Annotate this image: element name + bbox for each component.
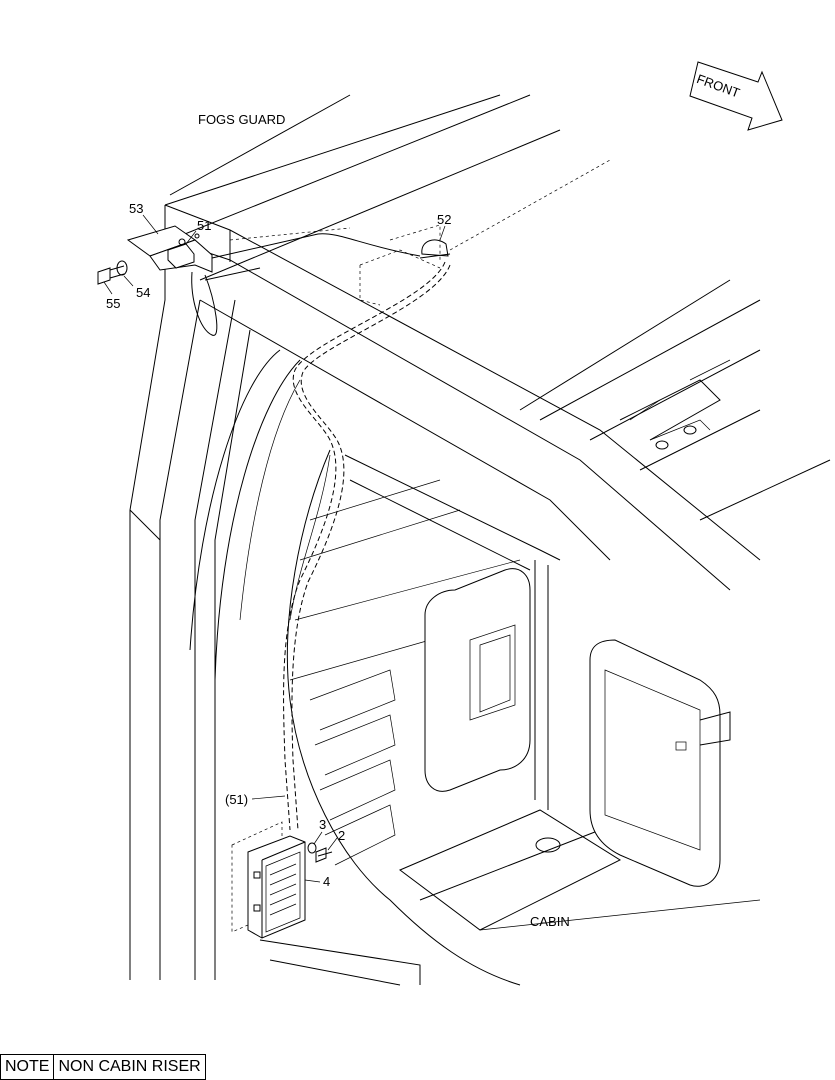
part-3-label: 3 bbox=[319, 817, 326, 832]
note-header: NOTE bbox=[1, 1055, 55, 1079]
part-55-label: 55 bbox=[106, 296, 120, 311]
part-53-label: 53 bbox=[129, 201, 143, 216]
part-4-label: 4 bbox=[323, 874, 330, 889]
front-arrow: FRONT bbox=[689, 61, 783, 131]
bracket-assembly bbox=[97, 225, 218, 336]
cab-frame bbox=[129, 94, 831, 980]
note-text: NON CABIN RISER bbox=[58, 1058, 201, 1075]
note-table: NOTE NON CABIN RISER bbox=[0, 1054, 206, 1080]
leader-lines bbox=[103, 214, 446, 883]
part-51-ref-label: (51) bbox=[225, 792, 248, 807]
part-52-label: 52 bbox=[437, 212, 451, 227]
part-51-label: 51 bbox=[197, 218, 211, 233]
part-54-label: 54 bbox=[136, 285, 150, 300]
part-2-label: 2 bbox=[338, 828, 345, 843]
front-label: FRONT bbox=[695, 71, 742, 100]
cabin-interior bbox=[259, 359, 761, 986]
cabin-label: CABIN bbox=[530, 914, 570, 929]
lamp-assembly bbox=[204, 159, 611, 831]
fogs-guard-label: FOGS GUARD bbox=[198, 112, 285, 127]
controller-module bbox=[231, 821, 333, 939]
